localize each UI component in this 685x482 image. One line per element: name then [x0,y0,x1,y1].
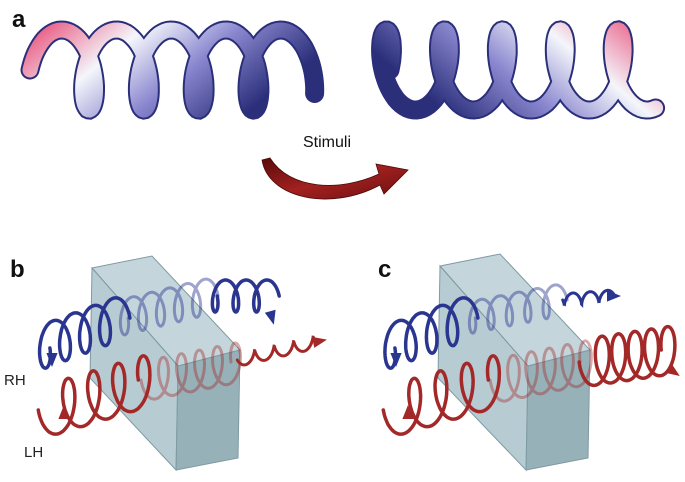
b-lh-inside-coil [139,341,243,401]
panel-c-label: c [378,256,392,283]
c-lh-out-coil [577,324,677,388]
b-lh-in-head [58,405,70,419]
b-lh-in-coil [36,354,152,436]
b-rh-in-coil [37,296,132,370]
b-rh-out-coil [210,278,281,314]
rh-transmitted-wave [118,277,281,337]
helix-a-left-tube [22,22,323,118]
left-handed-helix [20,20,325,120]
rh-label: RH [4,372,26,389]
b-rh-inside-coil [118,277,220,337]
rh-transmitted-wave-c [467,283,617,335]
b-rh-in-head [46,353,58,367]
stimuli-label: Stimuli [303,134,352,151]
c-lh-in-coil [381,354,502,436]
c-rh-head [607,290,621,302]
rh-incident-wave-c [383,296,480,370]
wave-arrowheads [46,290,680,419]
c-rh-inside-coil [467,283,569,335]
c-lh-inside-coil [488,339,593,403]
b-rh-head [264,309,276,325]
c-lh-head [665,363,680,376]
c-rh-in-head [390,353,402,367]
c-rh-out-coil [561,288,617,308]
b-lh-head [312,336,327,348]
block-c [437,253,591,472]
c-lh-in-head [402,405,414,419]
lh-transmitted-wave [139,335,317,401]
panel-a-label: a [12,6,26,33]
helix-a-right-tube [373,22,664,118]
b-lh-out-coil [235,335,317,367]
lh-label: LH [24,444,44,461]
stimuli-arrow [261,157,409,200]
lh-incident-wave-c [381,354,502,436]
rh-incident-wave [37,296,132,370]
right-handed-helix [371,20,666,120]
c-rh-in-coil [383,296,480,370]
lh-incident-wave [36,354,152,436]
lh-transmitted-wave-c [488,324,677,403]
panel-b-label: b [10,256,25,283]
block-b [89,255,241,472]
